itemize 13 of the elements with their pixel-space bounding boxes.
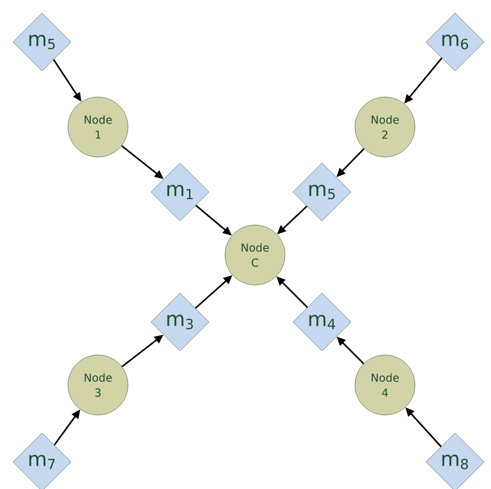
circle-node: Node 1 [68,96,128,158]
circle-node: Node 3 [68,354,128,416]
diamond-node: m$_{3}$ [150,292,210,352]
diamond-node: m$_{6}$ [426,12,484,72]
circle-node: Node 4 [354,354,416,416]
circle-node: Node 2 [354,96,416,158]
diamond-node: m$_{7}$ [12,432,72,489]
diamond-node: m$_{8}$ [426,432,484,489]
circle-node: Node C [224,224,286,286]
diamond-node: m$_{5}$ [12,12,72,72]
diamond-node: m$_{4}$ [292,292,352,352]
diamond-node: m$_{1}$ [150,162,210,222]
diamond-node: m$_{5}$ [292,162,352,222]
